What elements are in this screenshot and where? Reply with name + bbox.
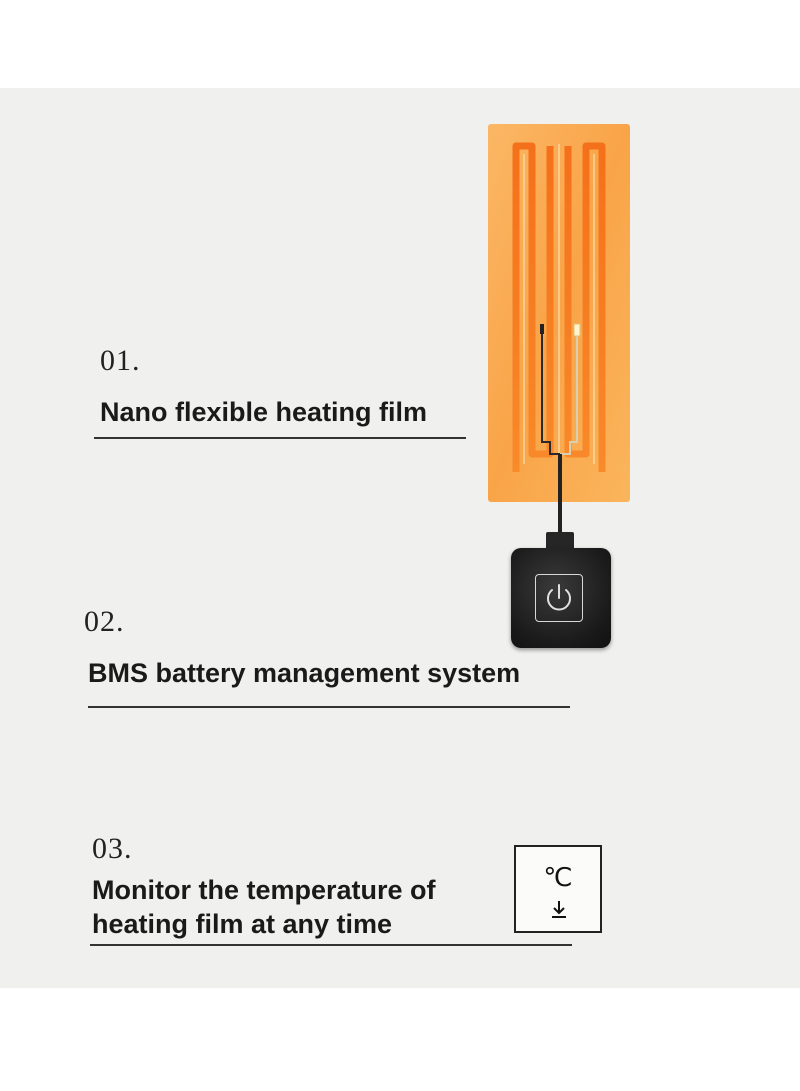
- feature-title-01: Nano flexible heating film: [100, 397, 428, 427]
- feature-title-03-line2: heating film at any time: [92, 909, 393, 939]
- cable: [558, 500, 562, 536]
- cable-connector: [546, 532, 574, 550]
- background-panel: [0, 88, 800, 988]
- feature-title-03-line1: Monitor the temperature of: [92, 875, 436, 905]
- power-button[interactable]: [535, 574, 583, 622]
- feature-divider-02: [88, 706, 570, 708]
- feature-number-02: 02.: [84, 605, 125, 638]
- heating-film-image: [488, 124, 630, 502]
- temperature-display: ℃: [514, 845, 602, 933]
- feature-title-02: BMS battery management system: [88, 658, 521, 688]
- feature-number-03: 03.: [92, 832, 133, 865]
- temperature-icon: [552, 901, 566, 918]
- feature-number-01: 01.: [100, 344, 141, 377]
- feature-divider-03: [90, 944, 572, 946]
- bms-controller: [511, 548, 611, 648]
- power-icon: [547, 584, 571, 611]
- temperature-unit: ℃: [543, 863, 573, 893]
- feature-divider-01: [94, 437, 466, 439]
